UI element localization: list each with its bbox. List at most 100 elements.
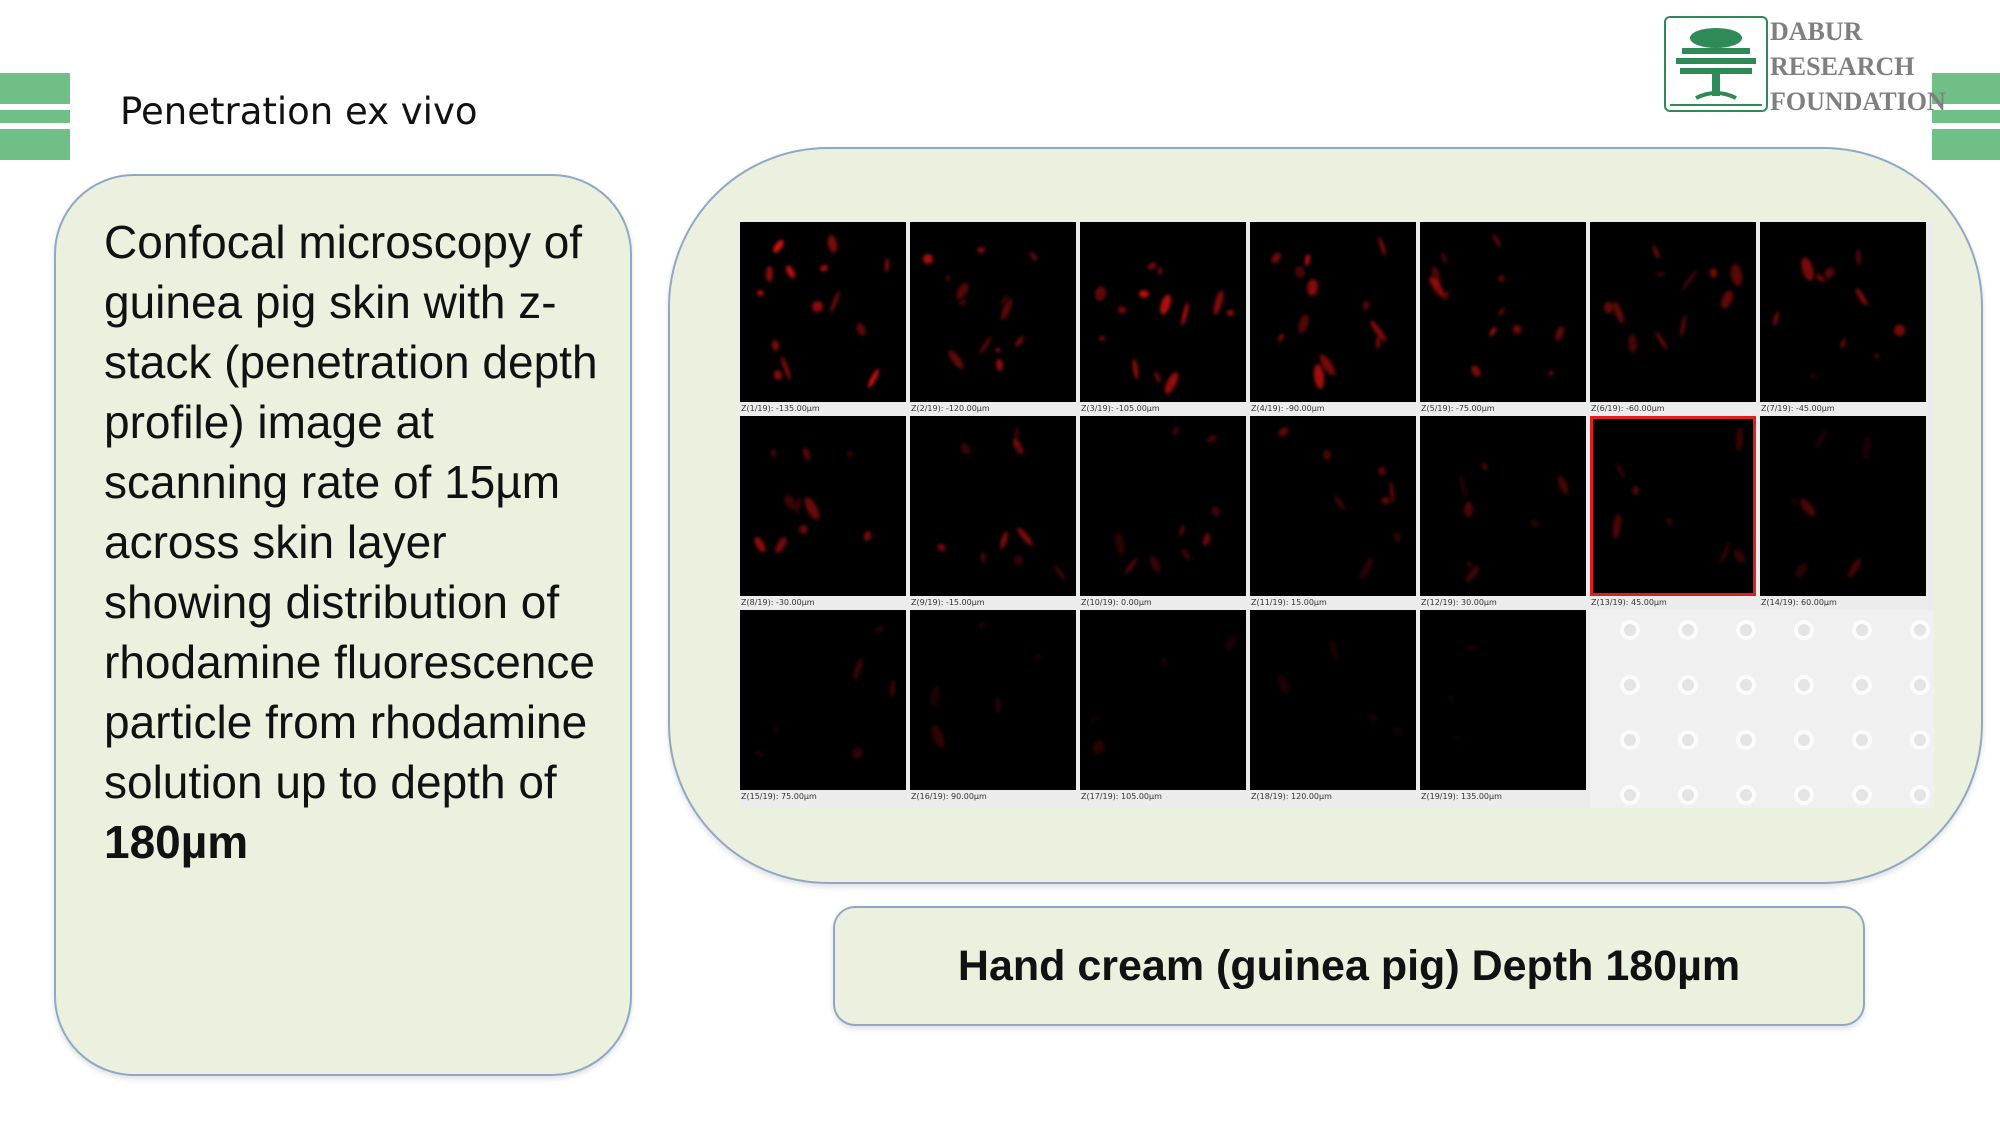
fluorescence-particle [756,289,764,297]
zstack-frame-label: Z(2/19): -120.00µm [911,404,990,413]
fluorescence-particle [995,696,1001,714]
fluorescence-particle [1090,738,1106,756]
fluorescence-particle [1179,547,1192,562]
fluorescence-particle [1034,653,1041,661]
zstack-frame[interactable] [1760,222,1926,402]
logo-line-2: RESEARCH [1770,52,1915,81]
fluorescence-particle [928,722,948,751]
zstack-frame[interactable] [1420,610,1586,790]
fluorescence-particle [1529,518,1542,530]
zstack-frame[interactable] [740,610,906,790]
zstack-frame[interactable] [1080,610,1246,790]
zstack-frame[interactable] [740,222,906,402]
fluorescence-particle [1028,250,1040,262]
fluorescence-particle [998,530,1010,551]
fluorescence-particle [1655,271,1666,278]
fluorescence-particle [1201,532,1212,547]
zstack-frame-label: Z(14/19): 60.00µm [1761,598,1837,607]
fluorescence-particle [1792,559,1810,580]
fluorescence-particle [1293,265,1307,279]
caption-panel: Hand cream (guinea pig) Depth 180µm [833,906,1865,1026]
fluorescence-particle [772,368,784,382]
zstack-frame-label: Z(9/19): -15.00µm [911,598,985,607]
fluorescence-particle [1116,304,1129,316]
zstack-frame[interactable] [1250,222,1416,402]
fluorescence-particle [819,263,830,273]
fluorescence-particle [1510,323,1522,335]
zstack-frame-label: Z(13/19): 45.00µm [1591,598,1667,607]
empty-grid-background [1590,610,1934,808]
zstack-frame[interactable] [1080,222,1246,402]
fluorescence-particle [1178,524,1187,537]
pattern-dot [1910,620,1930,640]
fluorescence-particle [1797,496,1818,519]
fluorescence-particle [1052,564,1067,582]
fluorescence-particle [1377,235,1387,257]
fluorescence-particle [862,530,874,543]
fluorescence-particle [928,684,942,708]
zstack-frame[interactable] [1420,222,1586,402]
fluorescence-particle [1113,531,1127,557]
zstack-frame[interactable] [1420,416,1586,596]
zstack-frame[interactable] [1250,416,1416,596]
fluorescence-particle [1855,248,1862,266]
zstack-frame[interactable] [1590,222,1756,402]
decor-bars-left [0,73,70,166]
fluorescence-particle [801,495,822,522]
logo-line-1: DABUR [1770,17,1863,46]
fluorescence-particle [959,441,973,457]
fluorescence-particle [1555,474,1572,496]
fluorescence-particle [809,299,825,315]
zstack-frame[interactable] [1590,416,1756,596]
zstack-frame[interactable] [910,416,1076,596]
fluorescence-particle [1603,301,1614,313]
fluorescence-particle [1326,638,1341,662]
zstack-frame[interactable] [910,222,1076,402]
zstack-frame[interactable] [740,416,906,596]
fluorescence-particle [1854,287,1870,308]
pattern-dot [1794,730,1814,750]
pattern-dot [1910,785,1930,805]
fluorescence-particle [1799,255,1817,282]
zstack-frame[interactable] [1080,416,1246,596]
fluorescence-particle [1814,428,1828,449]
fluorescence-particle [1718,541,1732,566]
fluorescence-particle [1147,554,1162,574]
pattern-dot [1852,785,1872,805]
zstack-frame-label: Z(10/19): 0.00µm [1081,598,1152,607]
fluorescence-particle [1615,462,1627,480]
zstack-frame[interactable] [1760,416,1926,596]
fluorescence-particle [888,679,896,698]
zstack-frame[interactable] [1250,610,1416,790]
fluorescence-particle [1123,557,1139,576]
fluorescence-particle [770,449,776,458]
pattern-dot [1736,675,1756,695]
pattern-dot [1794,620,1814,640]
fluorescence-particle [1731,547,1747,566]
fluorescence-particle [1378,466,1387,476]
pattern-dot [1910,675,1930,695]
fluorescence-particle [1729,263,1744,287]
pattern-dot [1678,785,1698,805]
pattern-dot [1620,620,1640,640]
fluorescence-particle [773,727,779,733]
fluorescence-particle [1296,313,1311,335]
fluorescence-particle [922,252,935,265]
zstack-frame-label: Z(19/19): 135.00µm [1421,792,1502,801]
pattern-dot [1852,730,1872,750]
fluorescence-particle [1362,300,1370,311]
pattern-dot [1678,730,1698,750]
fluorescence-particle [1138,289,1149,299]
fluorescence-particle [801,446,813,462]
pattern-dot [1678,620,1698,640]
fluorescence-particle [1627,333,1639,354]
zstack-frame[interactable] [910,610,1076,790]
fluorescence-particle [1276,672,1292,696]
fluorescence-particle [1209,504,1222,519]
fluorescence-particle [1015,525,1036,548]
fluorescence-particle [845,449,854,459]
pattern-dot [1736,620,1756,640]
fluorescence-particle [784,264,797,280]
fluorescence-particle [1089,714,1098,725]
